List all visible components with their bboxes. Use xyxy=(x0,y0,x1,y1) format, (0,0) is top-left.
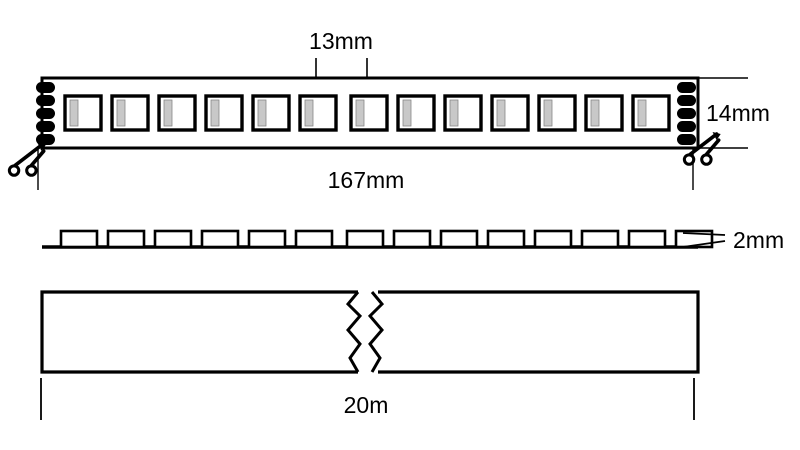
strip-width-extension-lines xyxy=(698,77,748,149)
solder-pad xyxy=(36,121,55,132)
led-bump xyxy=(627,229,667,249)
solder-pad xyxy=(36,134,55,145)
led-chip xyxy=(396,94,436,132)
led-chip xyxy=(157,94,197,132)
solder-pad xyxy=(677,134,696,145)
led-bump xyxy=(580,229,620,249)
solder-pad xyxy=(677,121,696,132)
led-bump xyxy=(439,229,479,249)
dimension-label-segment-length: 167mm xyxy=(328,167,405,193)
led-bump xyxy=(486,229,526,249)
led-chip xyxy=(349,94,389,132)
thickness-ext-line-bottom xyxy=(682,240,726,248)
length-view-group: 20m xyxy=(40,290,700,420)
cut-mark-left xyxy=(7,143,46,190)
led-bump xyxy=(247,229,287,249)
led-bump xyxy=(106,229,146,249)
led-chip xyxy=(631,94,671,132)
solder-pad xyxy=(677,82,696,93)
led-chip xyxy=(490,94,530,132)
led-bump xyxy=(533,229,573,249)
strip-length-bar xyxy=(40,290,700,374)
side-view-group: 2mm xyxy=(42,227,784,253)
led-chip xyxy=(443,94,483,132)
led-bumps-side-view xyxy=(59,229,714,249)
top-view-group: 13mm xyxy=(7,28,770,193)
dimension-label-strip-thickness: 2mm xyxy=(733,227,784,253)
led-chip xyxy=(537,94,577,132)
led-bump xyxy=(392,229,432,249)
solder-pad xyxy=(677,95,696,106)
length-bar-right-segment xyxy=(378,290,700,374)
led-bump xyxy=(674,229,714,249)
cut-mark-right xyxy=(682,132,721,190)
solder-pads-left xyxy=(36,82,55,145)
scissors-icon xyxy=(7,143,46,177)
solder-pads-right xyxy=(677,82,696,145)
led-chip xyxy=(298,94,338,132)
solder-pad xyxy=(36,95,55,106)
solder-pad xyxy=(36,108,55,119)
led-chip xyxy=(204,94,244,132)
break-symbol xyxy=(345,291,385,373)
solder-pad xyxy=(677,108,696,119)
led-bump xyxy=(153,229,193,249)
led-chip xyxy=(110,94,150,132)
break-zigzag-right xyxy=(367,291,385,373)
led-bump xyxy=(59,229,99,249)
solder-pad xyxy=(36,82,55,93)
led-chip xyxy=(584,94,624,132)
led-bump xyxy=(200,229,240,249)
dimension-label-strip-width: 14mm xyxy=(706,100,770,126)
led-bump xyxy=(294,229,334,249)
dimension-label-reel-length: 20m xyxy=(344,392,389,418)
dimension-label-led-pitch: 13mm xyxy=(309,28,373,54)
led-chips-top-view xyxy=(63,94,671,132)
length-bar-left-segment xyxy=(40,290,358,374)
led-chip xyxy=(251,94,291,132)
reel-length-extension-ticks xyxy=(40,378,695,420)
thickness-extension-lines xyxy=(682,232,726,248)
thickness-ext-line-top xyxy=(682,232,726,236)
led-chip xyxy=(63,94,103,132)
scissors-icon xyxy=(682,132,721,166)
break-zigzag-left xyxy=(345,291,363,373)
led-bump xyxy=(345,229,385,249)
